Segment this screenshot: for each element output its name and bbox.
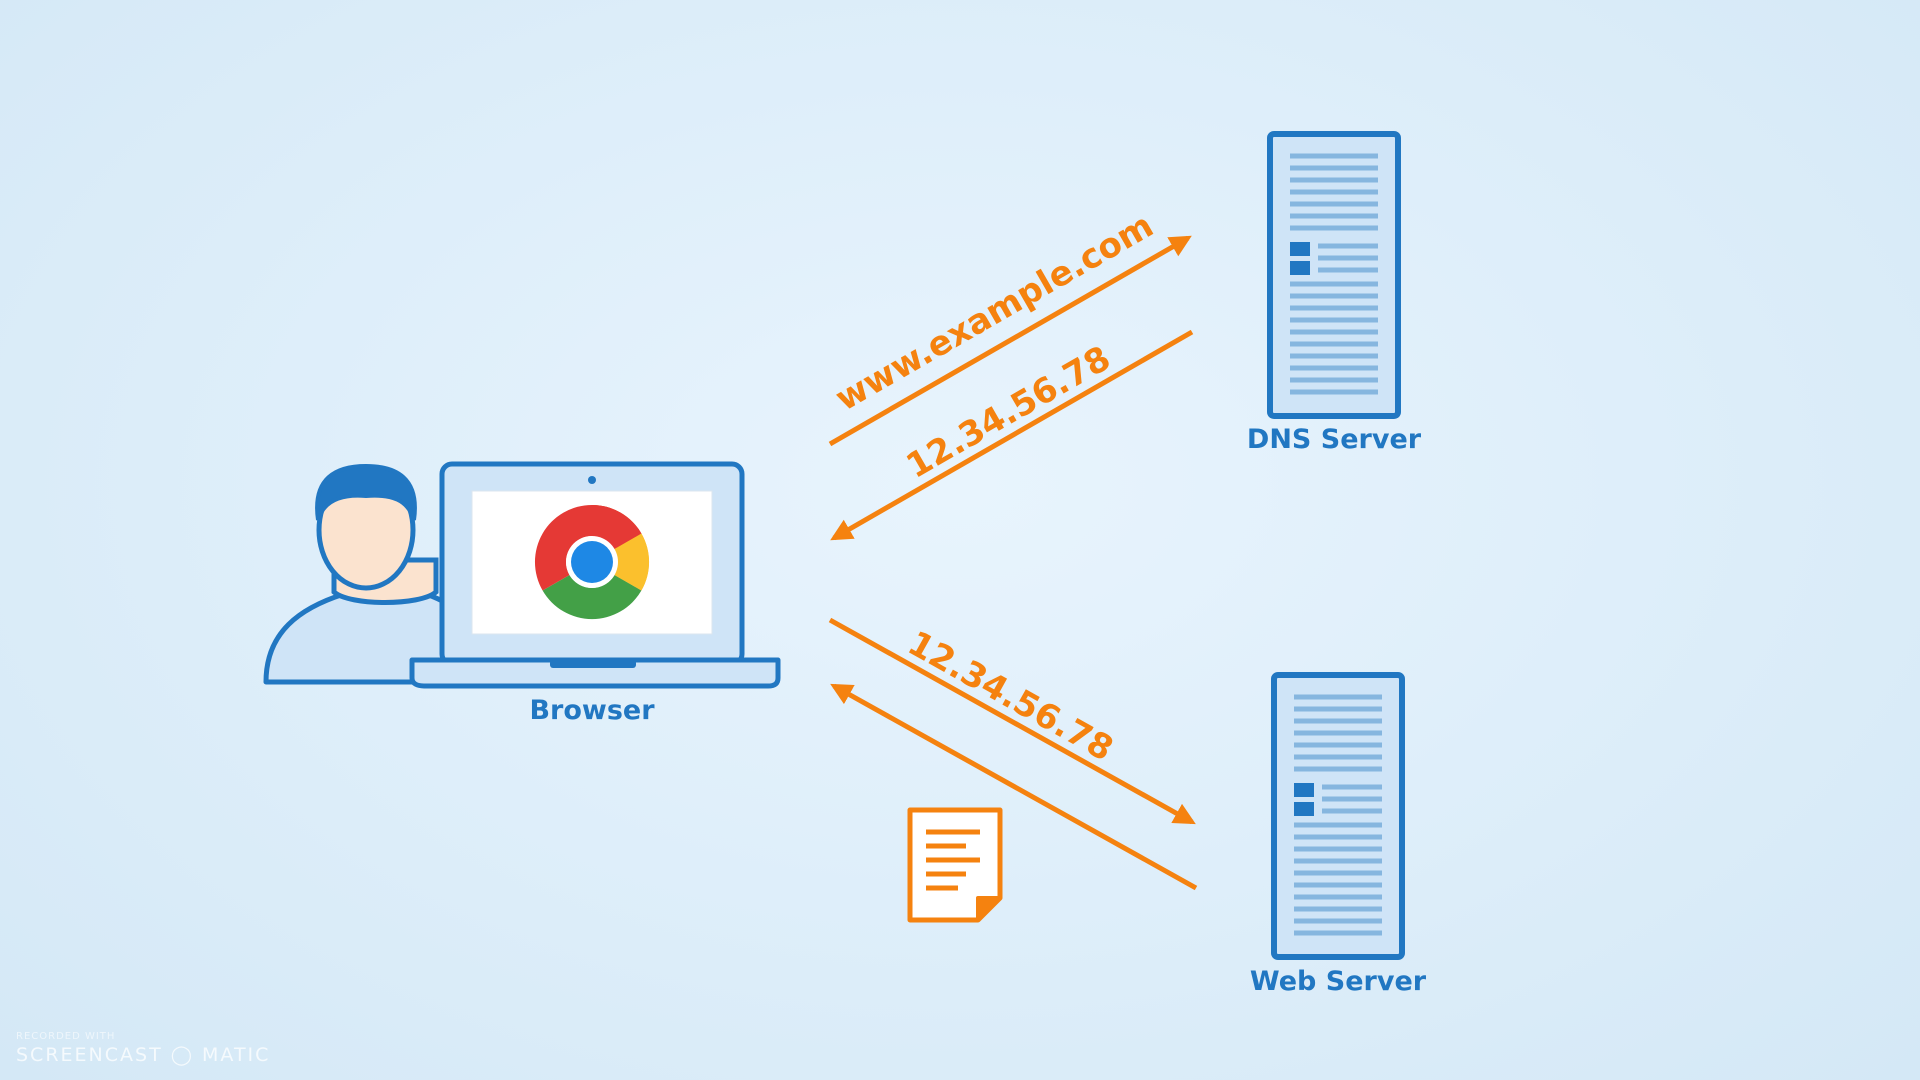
web-request-label: 12.34.56.78 <box>901 623 1120 769</box>
dns-server-label: DNS Server <box>1246 424 1422 455</box>
web-response-arrow <box>830 683 1198 891</box>
web-server-icon <box>1271 672 1405 960</box>
user-avatar-icon <box>263 463 489 685</box>
browser-label: Browser <box>529 695 655 726</box>
document-icon <box>907 807 1003 923</box>
dns-response-arrow <box>830 329 1194 541</box>
screencast-watermark: RECORDED WITH SCREENCAST ◯ MATIC <box>16 1031 270 1066</box>
watermark-caption: RECORDED WITH <box>16 1031 116 1042</box>
laptop-chrome-icon <box>409 461 781 689</box>
chrome-logo-icon <box>534 505 650 620</box>
dns-request-label: www.example.com <box>829 206 1160 420</box>
web-server-label: Web Server <box>1249 966 1427 997</box>
watermark-brand: SCREENCAST ◯ MATIC <box>16 1044 271 1066</box>
web-request-arrow <box>828 617 1196 825</box>
dns-server-icon <box>1267 131 1401 419</box>
dns-request-arrow <box>828 235 1192 447</box>
